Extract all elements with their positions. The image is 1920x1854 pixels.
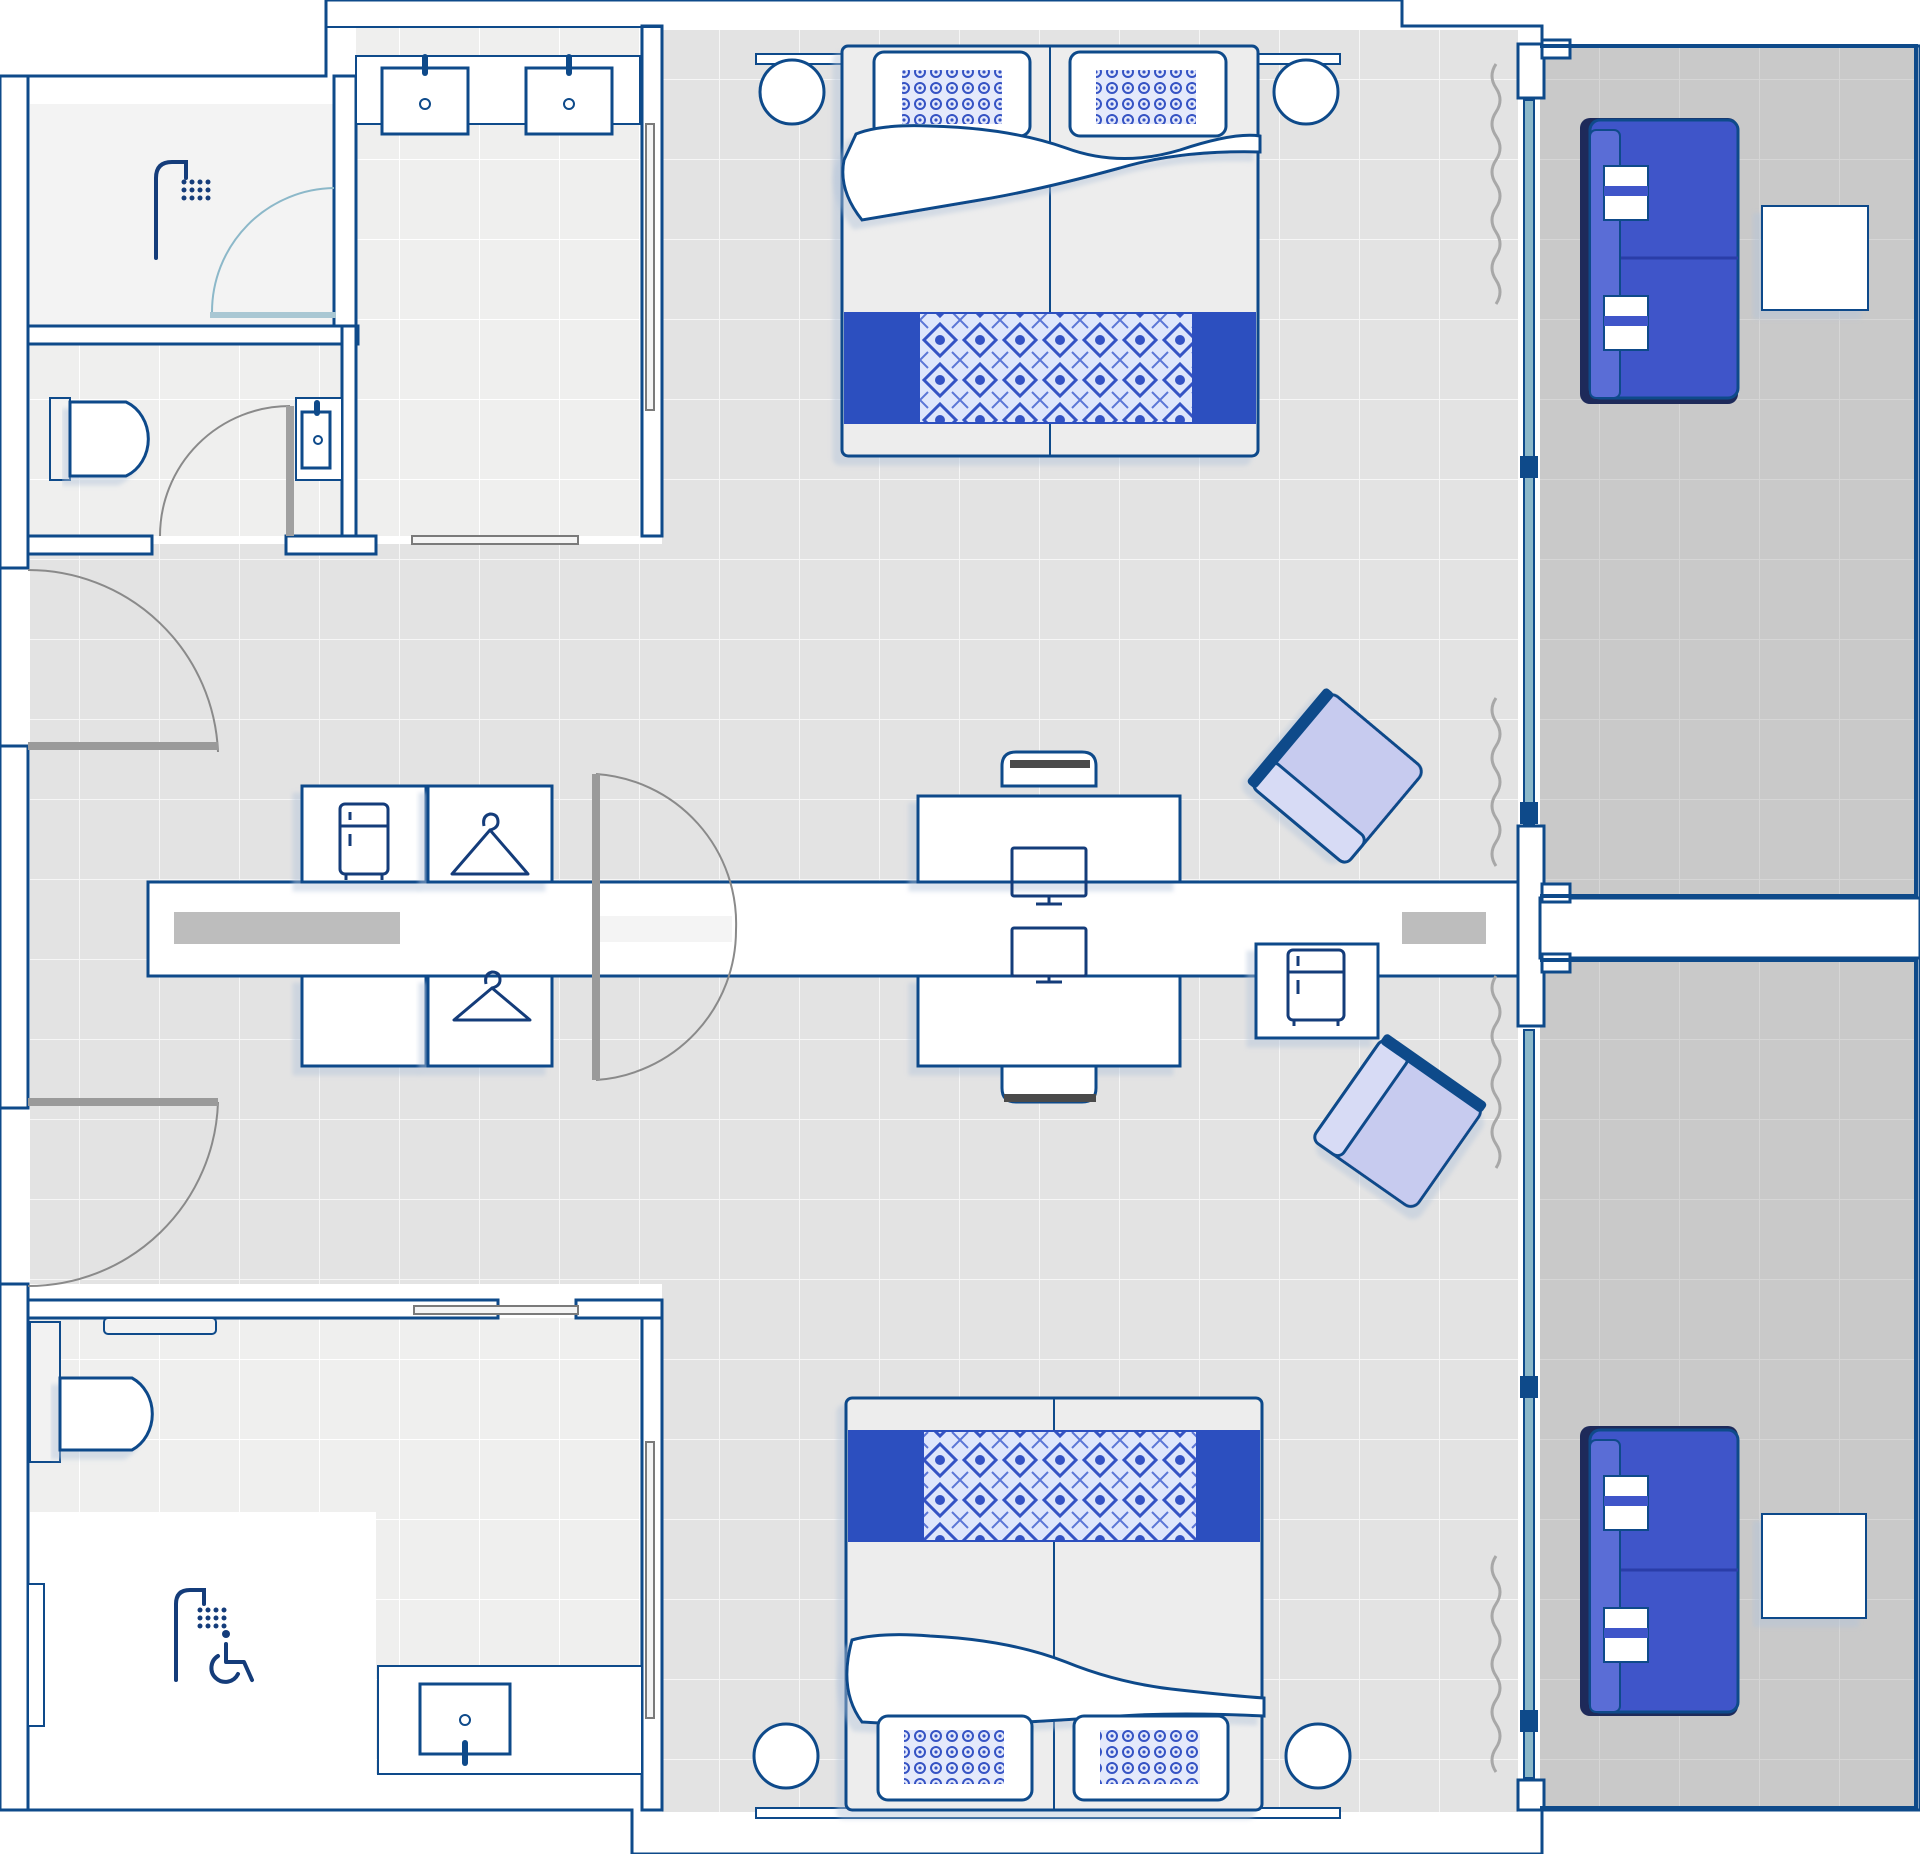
minifridge-icon: [338, 802, 390, 880]
armchair-north: [1247, 688, 1423, 864]
sink-icon: [418, 1682, 512, 1766]
accessible-shower-icon: [174, 1588, 227, 1682]
nightstand-lamp: [1272, 58, 1340, 126]
toilet-icon: [29, 1321, 154, 1463]
pillow: [876, 1714, 1034, 1802]
monitor-icon: [1010, 926, 1088, 984]
armchair-south: [1313, 1034, 1487, 1208]
doors: [27, 123, 738, 1719]
nightstand-lamp: [752, 1722, 820, 1790]
minifridge-icon: [1286, 948, 1346, 1026]
wardrobes: [300, 784, 554, 1068]
pillow: [1072, 1714, 1230, 1802]
nightstand-lamp: [758, 58, 826, 126]
balcony-south-table: [1761, 1513, 1867, 1619]
shower-icon: [154, 160, 211, 260]
windows: [1520, 99, 1538, 1779]
pillow: [1068, 50, 1228, 138]
curtains: [1490, 63, 1502, 1773]
interior-walls: [0, 24, 1920, 1812]
balcony-south-sofa: [1580, 1426, 1740, 1716]
bathroom-south-fixtures: [27, 1317, 643, 1775]
hanger-icon: [452, 970, 532, 1022]
sink-icon: [295, 397, 343, 481]
toilet-icon: [49, 397, 150, 481]
bathroom-north-fixtures: [49, 54, 641, 481]
sink-icon: [524, 54, 614, 136]
balcony-north-table: [1761, 205, 1869, 311]
hanger-icon: [450, 812, 530, 876]
desk-north: [916, 750, 1182, 906]
desk-south: [916, 926, 1182, 1104]
wheelchair-icon: [209, 1630, 254, 1684]
shower-north-floor: [30, 104, 334, 326]
nightstand-lamp: [1284, 1722, 1352, 1790]
balcony-edges: [1540, 44, 1918, 1810]
minibar-cabinet: [1254, 942, 1380, 1040]
accessible-shower-floor: [30, 1512, 376, 1774]
pillow: [872, 50, 1032, 138]
bed-south: [752, 1396, 1352, 1819]
balcony-north-sofa: [1580, 118, 1740, 404]
bed-north: [755, 44, 1341, 458]
partition-cores: [174, 912, 1486, 944]
monitor-icon: [1010, 846, 1088, 906]
sink-icon: [380, 54, 470, 136]
